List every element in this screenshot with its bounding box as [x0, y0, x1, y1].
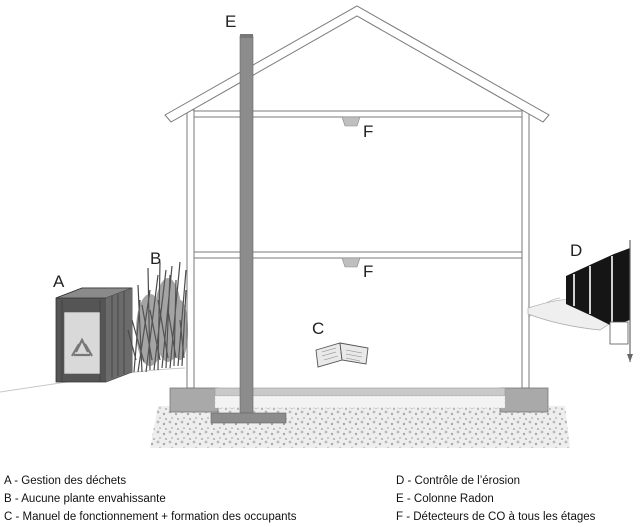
legend-item-b: B - Aucune plante envahissante	[4, 493, 166, 505]
roof	[164, 5, 550, 123]
footing-right	[499, 387, 549, 413]
legend-item-f: F - Détecteurs de CO à tous les étages	[396, 511, 596, 523]
radon-pipe-icon	[210, 34, 287, 424]
grass-foliage	[136, 278, 188, 366]
callout-f-upper: F	[363, 122, 374, 141]
silt-fence-icon	[527, 240, 633, 362]
co-detector-icon	[341, 257, 361, 268]
slab	[214, 387, 506, 397]
open-book-icon	[315, 342, 369, 368]
recycle-bin-icon	[55, 287, 133, 383]
wall-left	[186, 109, 195, 389]
wall-right	[521, 109, 530, 389]
callout-d: D	[570, 241, 583, 260]
callout-c: C	[312, 319, 325, 338]
callout-f-lower: F	[363, 262, 374, 281]
legend-item-e: E - Colonne Radon	[396, 493, 494, 505]
legend-item-d: D - Contrôle de l’érosion	[396, 475, 521, 487]
footing-left	[169, 387, 219, 413]
callout-e: E	[225, 12, 237, 31]
callout-b: B	[150, 249, 162, 268]
callout-a: A	[53, 272, 65, 291]
legend-item-a: A - Gestion des déchets	[4, 475, 127, 487]
sub-slab	[214, 395, 506, 409]
legend-item-c: C - Manuel de fonctionnement + formation…	[4, 511, 297, 523]
co-detector-icon	[341, 116, 361, 127]
